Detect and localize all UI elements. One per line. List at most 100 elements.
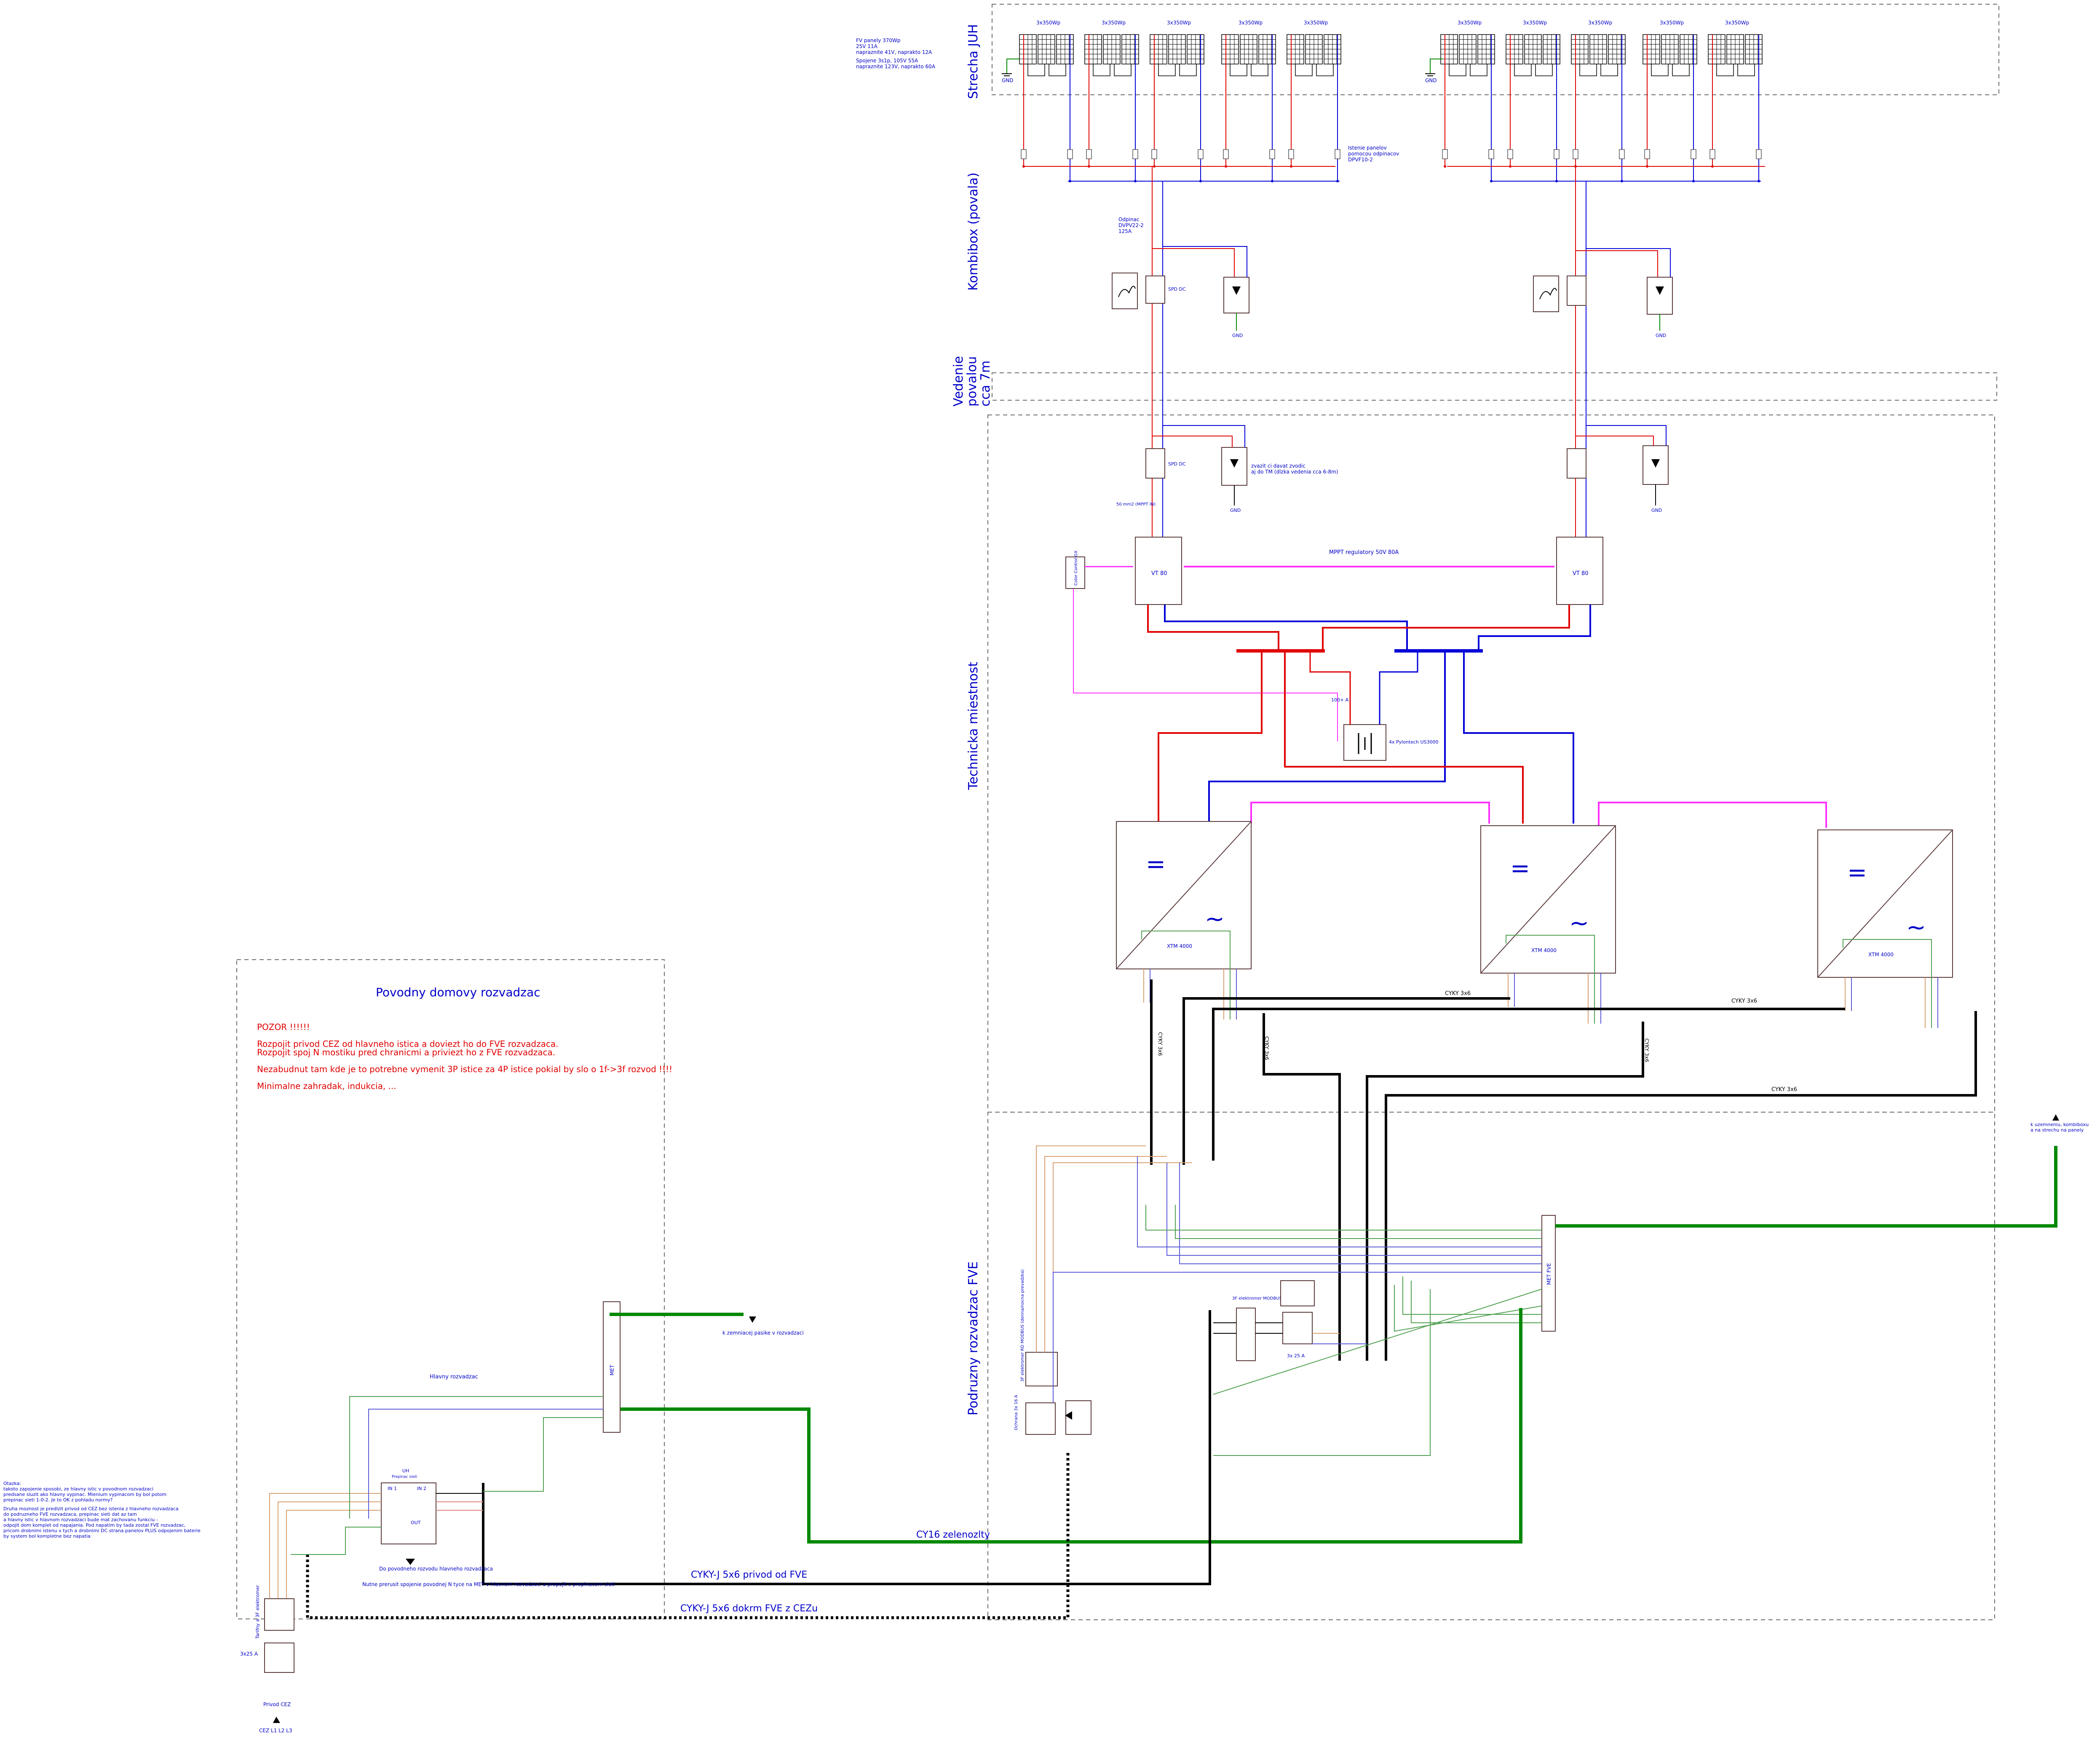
- switch-in2: IN 2: [417, 1486, 426, 1491]
- section-label-roof: Strecha JUH: [966, 24, 981, 99]
- home-board-title: Povodny domovy rozvadzac: [376, 985, 540, 999]
- meter-label: Tarifny a 3F elektromer: [255, 1585, 260, 1639]
- left-note: Otazka: takoto zapojenie sposobi, ze hla…: [3, 1481, 201, 1539]
- string-fuse: [1573, 149, 1578, 159]
- fve-board-frame: [987, 1112, 1995, 1620]
- fuse-note-2: pomocou odpinacov: [1348, 151, 1399, 157]
- disconnector-note: Odpinac DVPV22-2 125A: [1118, 217, 1144, 234]
- fuse-note-3: DPVF10-2: [1348, 157, 1373, 163]
- string-label: 3x350Wp: [1523, 20, 1547, 26]
- string-fuse: [1132, 149, 1138, 159]
- pv-string: 3x350Wp: [1571, 20, 1626, 182]
- roof-gnd-right: GND: [1425, 59, 1443, 83]
- dc-symbol: =: [1510, 855, 1530, 882]
- string-fuse: [1488, 149, 1494, 159]
- left-note-4: prepinac sieti 1-0-2. Je to OK z pohladu…: [3, 1497, 113, 1503]
- pv-string: 3x350Wp: [1150, 20, 1204, 182]
- pv-string: 3x350Wp: [1221, 20, 1276, 182]
- string-fuse: [1507, 149, 1513, 159]
- roof-frame: [992, 4, 1999, 95]
- section-label-combibox: Kombibox (povala): [966, 172, 981, 291]
- string-fuse: [1198, 149, 1204, 159]
- electrometer-box: [1236, 1308, 1256, 1361]
- inverter: =~XTM 4000: [1817, 829, 1953, 1028]
- network-switch: [381, 1482, 436, 1544]
- left-note-3: predsane sluzit ako hlavny vypinac. Mien…: [3, 1492, 166, 1497]
- combibox-right-devices: GND: [1533, 248, 1673, 338]
- cable-label: CYKY 3x6: [1264, 1036, 1270, 1060]
- earth-note-1: zvazit ci davat zvodic: [1251, 463, 1305, 469]
- battery: 4x Pylontech US3000 100+ A: [1309, 651, 1439, 761]
- gnd-label: GND: [1425, 78, 1437, 83]
- cyky-out-label: CYKY-J 5x6 dokrm FVE z CEZu: [680, 1603, 818, 1614]
- string-fuse: [1067, 149, 1073, 159]
- string-fuse: [1086, 149, 1092, 159]
- inverters: =~XTM 4000=~XTM 4000=~XTM 4000: [1116, 821, 1953, 1028]
- electrometer-rd-label: 3F elektromer RD MODBUS (denna/nocna pre…: [1020, 1269, 1025, 1382]
- left-note-10: by system bol kompletne bez napatia: [3, 1533, 91, 1539]
- to-home-1: Do povodneho rozvodu hlavneho rozvadzaca: [379, 1566, 493, 1572]
- inverter-label: XTM 4000: [1531, 947, 1557, 953]
- mppt-label: VT 80: [1151, 570, 1167, 577]
- string-label: 3x350Wp: [1102, 20, 1126, 26]
- fuse-note-1: Istenie panelov: [1348, 145, 1387, 151]
- tech-spd-left: SPD DC GND zvazit ci davat zvodic aj do …: [1116, 425, 1338, 537]
- cable-label: CYKY 3x6: [1771, 1086, 1797, 1093]
- string-label: 3x350Wp: [1660, 20, 1684, 26]
- surge-protector: [1647, 277, 1673, 315]
- gnd-label: GND: [1656, 333, 1666, 338]
- left-note-1: Otazka:: [3, 1481, 21, 1486]
- supply-label: Privod CEZ: [263, 1702, 291, 1707]
- pv-string: 3x350Wp: [1287, 20, 1341, 182]
- string-fuse: [1288, 149, 1294, 159]
- met-bar: [603, 1301, 621, 1433]
- left-note-2: takoto zapojenie sposobi, ze hlavny isti…: [3, 1486, 153, 1492]
- ac-symbol: ~: [1205, 905, 1225, 933]
- string-fuse: [1554, 149, 1560, 159]
- color-control: Color Control GX: [1065, 551, 1338, 741]
- ac-symbol: ~: [1569, 910, 1589, 937]
- panel-note-3: napraznite 41V, naprakto 12A: [856, 49, 932, 55]
- ground-note-fve-1: k uzemneniu, kombiboxu: [2030, 1122, 2089, 1127]
- disc-note-1: Odpinac: [1118, 217, 1140, 222]
- panel-note: FV panely 370Wp 25V 11A napraznite 41V, …: [856, 37, 936, 70]
- main-breaker-label: 3x25 A: [240, 1651, 258, 1657]
- color-control-label: Color Control GX: [1074, 551, 1078, 586]
- string-fuse: [1442, 149, 1448, 159]
- electrometer-label: 3F elektromer MODBUS: [1232, 1296, 1282, 1301]
- warn-head: POZOR !!!!!!: [257, 1022, 310, 1032]
- string-fuse: [1151, 149, 1157, 159]
- attic-frame: [992, 372, 1997, 401]
- dc-busbars: [1147, 605, 1591, 653]
- inverter-label: XTM 4000: [1167, 943, 1192, 949]
- warn-2: Rozpojit spoj N mostiku pred chranicmi a…: [257, 1047, 555, 1057]
- warn-4: Minimalne zahradak, indukcia, ...: [257, 1081, 396, 1091]
- electrometer-rd: [1025, 1352, 1058, 1386]
- pv-string: 3x350Wp: [1084, 20, 1139, 182]
- met-label: MET: [609, 1364, 615, 1375]
- cyky-in-label: CYKY-J 5x6 privod od FVE: [691, 1570, 807, 1580]
- mppt-left: VT 80: [1135, 537, 1182, 605]
- protect-breaker: [1025, 1402, 1056, 1435]
- gnd-label: GND: [1230, 508, 1241, 513]
- panel-note-2: 25V 11A: [856, 43, 878, 49]
- home-board: Povodny domovy rozvadzac POZOR !!!!!! Ro…: [240, 985, 804, 1734]
- pv-string: 3x350Wp: [1019, 20, 1074, 182]
- cable-label: CYKY 3x6: [1644, 1038, 1650, 1062]
- string-fuse: [1335, 149, 1340, 159]
- mppt-box: [1556, 537, 1603, 605]
- string-fuse: [1269, 149, 1275, 159]
- inverter-dc-feeders: [1158, 651, 1827, 828]
- disc-note-3: 125A: [1118, 228, 1132, 234]
- roof-gnd-left: GND: [1002, 59, 1019, 83]
- breaker-label: 3x 25 A: [1287, 1353, 1305, 1359]
- main-board-label: Hlavny rozvadzac: [430, 1374, 478, 1380]
- section-label-fve-board: Podruzny rozvadzac FVE: [966, 1261, 981, 1415]
- inverter-label: XTM 4000: [1868, 952, 1894, 958]
- ac-cables: CYKY 3x6 CYKY 3x6 CYKY 3x6 CYKY 3x6 CYKY…: [1150, 979, 1977, 1361]
- switch-ref: UH: [402, 1468, 409, 1474]
- cable-label: CYKY 3x6: [1445, 990, 1471, 997]
- met-fve-bar: [1541, 1215, 1556, 1332]
